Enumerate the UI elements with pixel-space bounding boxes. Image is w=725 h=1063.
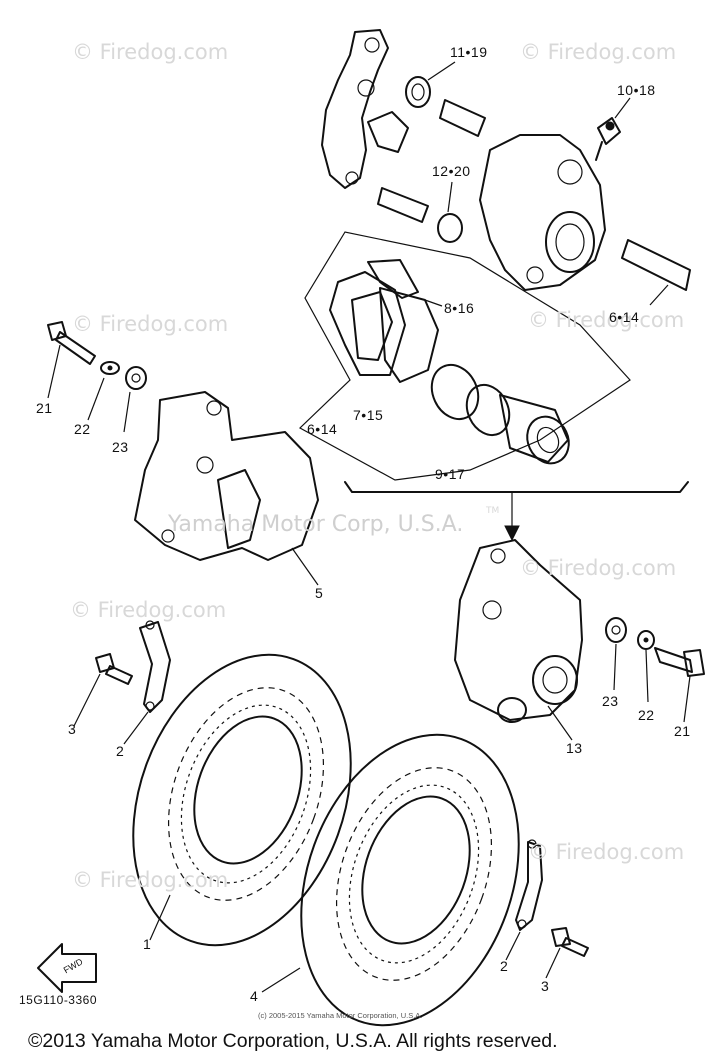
callout-4: 4	[250, 988, 259, 1004]
copyright-notice: ©2013 Yamaha Motor Corporation, U.S.A. A…	[28, 1030, 558, 1052]
callout-7-15: 7•15	[353, 407, 384, 423]
callout-6-14-left: 6•14	[307, 421, 338, 437]
watermark-site: © Firedog.com	[528, 308, 685, 332]
watermark-trademark: TM	[486, 506, 500, 516]
callout-8-16: 8•16	[444, 300, 475, 316]
watermark-site: © Firedog.com	[72, 868, 229, 892]
slide-pin-12-20	[377, 187, 463, 243]
bolt-left-3	[95, 653, 133, 685]
callout-11-19: 11•19	[450, 44, 488, 60]
part-number: 15G110-3360	[19, 993, 98, 1007]
callout-22-right: 22	[638, 707, 655, 723]
caliper-bracket-upper	[321, 29, 389, 189]
callout-2-left: 2	[116, 743, 125, 759]
pad-pin-right	[621, 239, 691, 291]
callout-23-right: 23	[602, 693, 619, 709]
bolt-right-3	[551, 927, 589, 957]
watermark-site: © Firedog.com	[72, 312, 229, 336]
callout-21-right: 21	[674, 723, 691, 739]
pad-group-outline	[298, 231, 631, 481]
bushing-11-19	[405, 76, 486, 137]
callout-22-left: 22	[74, 421, 91, 437]
brake-disc-right	[300, 733, 520, 1027]
bolt-set-right	[605, 617, 705, 677]
callout-21-left: 21	[36, 400, 53, 416]
callout-5: 5	[315, 585, 324, 601]
callout-23-left: 23	[112, 439, 129, 455]
callout-13: 13	[566, 740, 583, 756]
piston-seals	[430, 363, 570, 465]
watermark-site: © Firedog.com	[528, 840, 685, 864]
callout-1: 1	[143, 936, 152, 952]
watermark-site: © Firedog.com	[72, 40, 229, 64]
lock-plate-right	[515, 839, 543, 931]
caliper-left	[134, 391, 319, 561]
watermark-company: Yamaha Motor Corp, U.S.A.	[168, 512, 464, 537]
callout-3-right: 3	[541, 978, 550, 994]
caliper-body-upper	[479, 134, 606, 291]
watermark-site: © Firedog.com	[70, 598, 227, 622]
brake-pads	[329, 259, 439, 383]
callout-9-17: 9•17	[435, 466, 466, 482]
callout-10-18: 10•18	[617, 82, 656, 98]
watermark-site: © Firedog.com	[520, 556, 677, 580]
lock-plate-left	[139, 620, 171, 713]
small-copyright: (c) 2005-2015 Yamaha Motor Corporation, …	[258, 1011, 423, 1020]
watermark-site: © Firedog.com	[520, 40, 677, 64]
bolt-set-left	[47, 321, 147, 390]
caliper-right-lower	[454, 539, 583, 723]
bleed-screw	[595, 117, 621, 161]
callout-3-left: 3	[68, 721, 77, 737]
callout-12-20: 12•20	[432, 163, 471, 179]
brake-disc-left	[132, 653, 352, 947]
group-bracket-line	[344, 481, 689, 493]
fwd-arrow: FWD	[37, 943, 97, 993]
callout-6-14-right: 6•14	[609, 309, 640, 325]
pad-spring-upper	[367, 111, 409, 153]
callout-2-right: 2	[500, 958, 509, 974]
fwd-text: FWD	[62, 956, 85, 975]
